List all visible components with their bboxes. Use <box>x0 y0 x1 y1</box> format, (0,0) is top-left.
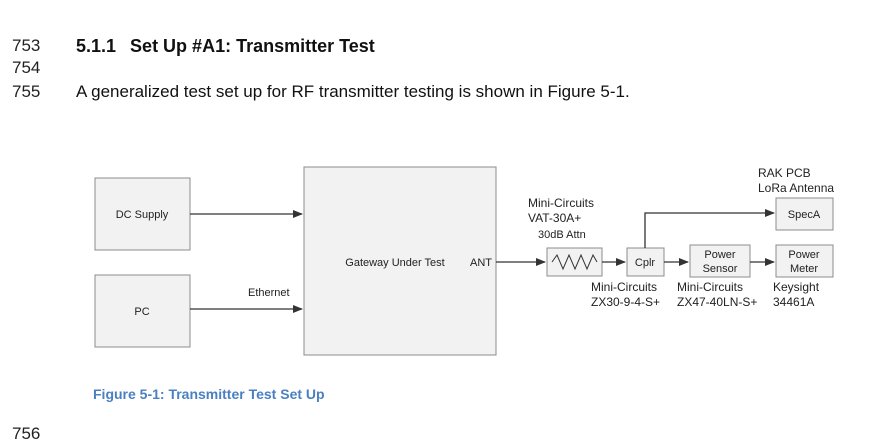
pc-label: PC <box>134 306 149 318</box>
sensor-model-label: ZX47-40LN-S+ <box>677 295 757 309</box>
meter-vendor-label: Keysight <box>773 280 820 294</box>
attenuator-vendor-label: Mini-Circuits <box>528 196 594 210</box>
power-sensor-label: Power <box>704 249 736 261</box>
attenuator-value-label: 30dB Attn <box>538 229 586 241</box>
coupler-model-label: ZX30-9-4-S+ <box>591 295 660 309</box>
section-number: 5.1.1 <box>76 36 117 56</box>
section-title: Set Up #A1: Transmitter Test <box>130 36 375 56</box>
pc-box <box>94 274 191 348</box>
gateway-label: Gateway Under Test <box>345 257 444 269</box>
antenna-label: RAK PCB <box>758 166 811 180</box>
body-paragraph: A generalized test set up for RF transmi… <box>76 82 630 101</box>
section-heading: 5.1.1 Set Up #A1: Transmitter Test <box>76 36 375 57</box>
dc-supply-box <box>94 177 191 251</box>
line-number: 755 <box>12 82 41 101</box>
figure-caption: Figure 5-1: Transmitter Test Set Up <box>93 386 325 402</box>
spec-a-label: SpecA <box>788 209 821 221</box>
dc-supply-label: DC Supply <box>116 209 169 221</box>
power-meter-box <box>775 244 834 278</box>
power-meter-label: Meter <box>790 263 818 275</box>
power-sensor-box <box>689 244 751 278</box>
ethernet-label: Ethernet <box>248 287 290 299</box>
attenuator-model-label: VAT-30A+ <box>528 211 581 225</box>
power-sensor-label: Sensor <box>703 263 738 275</box>
sensor-vendor-label: Mini-Circuits <box>677 280 743 294</box>
power-meter-label: Power <box>788 249 820 261</box>
attenuator-symbol <box>551 253 598 271</box>
coupler-to-speca-arrow <box>644 209 775 248</box>
line-number: 754 <box>12 58 41 77</box>
spec-a-box <box>775 197 834 231</box>
antenna-label: LoRa Antenna <box>758 181 834 195</box>
ant-label: ANT <box>470 257 492 269</box>
attenuator-box <box>546 247 603 277</box>
line-number: 756 <box>12 424 41 443</box>
line-number: 753 <box>12 36 41 55</box>
gateway-box <box>303 166 497 356</box>
coupler-label: Cplr <box>635 257 656 269</box>
meter-model-label: 34461A <box>773 295 814 309</box>
coupler-vendor-label: Mini-Circuits <box>591 280 657 294</box>
